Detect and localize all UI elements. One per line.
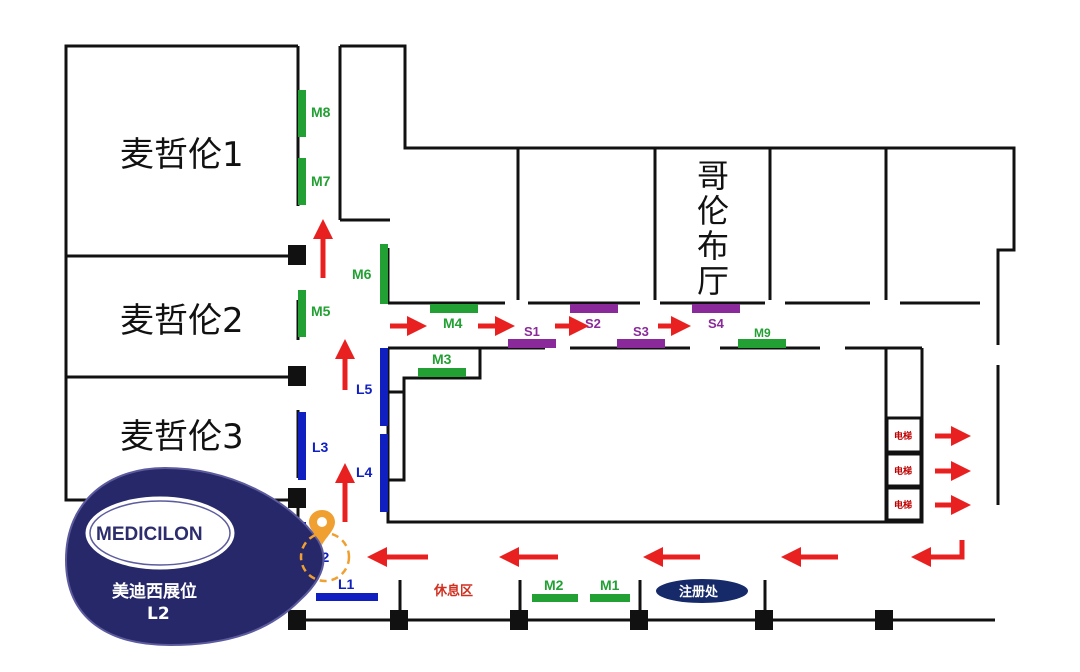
location-pin-icon <box>309 510 335 545</box>
company-logo-badge <box>82 493 238 573</box>
elevator-label-3: 电梯 <box>894 499 912 511</box>
booth-label-S4: S4 <box>708 316 725 331</box>
booth-S4-bar <box>692 304 740 313</box>
booth-M7-bar <box>298 158 306 205</box>
purple-booths <box>508 304 740 348</box>
room-label-columbus: 哥 伦 布 厅 <box>697 157 729 300</box>
room-label-magellan3: 麦哲伦3 <box>120 417 244 457</box>
booth-label-L4: L4 <box>356 464 373 480</box>
booth-label-L3: L3 <box>312 439 329 455</box>
booth-label-M6: M6 <box>352 266 372 282</box>
room-label-magellan1: 麦哲伦1 <box>120 135 244 175</box>
elevator-label-1: 电梯 <box>894 430 912 442</box>
booth-label-S1: S1 <box>524 324 540 339</box>
booth-M6-bar <box>380 244 388 304</box>
booth-label-M8: M8 <box>311 104 331 120</box>
booth-label-M7: M7 <box>311 173 331 189</box>
booth-M8-bar <box>298 90 306 137</box>
booth-label-M5: M5 <box>311 303 331 319</box>
booth-label-M4: M4 <box>443 315 463 331</box>
booth-S3-bar <box>617 339 665 348</box>
flow-arrows <box>313 219 971 567</box>
booth-S2-bar <box>570 304 618 313</box>
booth-label-M2: M2 <box>544 577 564 593</box>
badge-line-1: 美迪西展位 <box>112 581 197 602</box>
registration-label: 注册处 <box>679 584 719 600</box>
rest-area-label: 休息区 <box>433 583 473 599</box>
booth-L1-bar <box>316 593 378 601</box>
arrow-bend <box>911 540 965 567</box>
svg-text:布: 布 <box>697 227 729 265</box>
booth-label-S3: S3 <box>633 324 649 339</box>
booth-M4-bar <box>430 304 478 313</box>
booth-S1-bar <box>508 339 556 348</box>
svg-text:厅: 厅 <box>697 262 729 300</box>
booth-M9-bar <box>738 339 786 348</box>
booth-label-L5: L5 <box>356 381 373 397</box>
booth-M3-bar <box>418 368 466 377</box>
elevator-label-2: 电梯 <box>894 465 912 477</box>
green-booths <box>298 90 786 602</box>
booth-label-M3: M3 <box>432 351 452 367</box>
booth-L5-bar <box>380 348 388 426</box>
booth-M2-bar <box>532 594 578 602</box>
badge-line-2: L2 <box>147 604 170 624</box>
booth-label-M9: M9 <box>754 326 771 340</box>
company-name: MEDICILON <box>96 524 203 545</box>
svg-text:伦: 伦 <box>697 192 729 230</box>
svg-text:哥: 哥 <box>697 157 729 195</box>
registration-desk <box>656 579 748 603</box>
pillars <box>288 245 893 630</box>
booth-M1-bar <box>590 594 630 602</box>
booth-M5-bar <box>298 290 306 337</box>
booth-L3-bar <box>298 412 306 480</box>
booth-label-L1: L1 <box>338 576 355 592</box>
booth-label-M1: M1 <box>600 577 620 593</box>
room-label-magellan2: 麦哲伦2 <box>120 301 244 341</box>
booth-label-S2: S2 <box>585 316 601 331</box>
booth-L4-bar <box>380 434 388 512</box>
